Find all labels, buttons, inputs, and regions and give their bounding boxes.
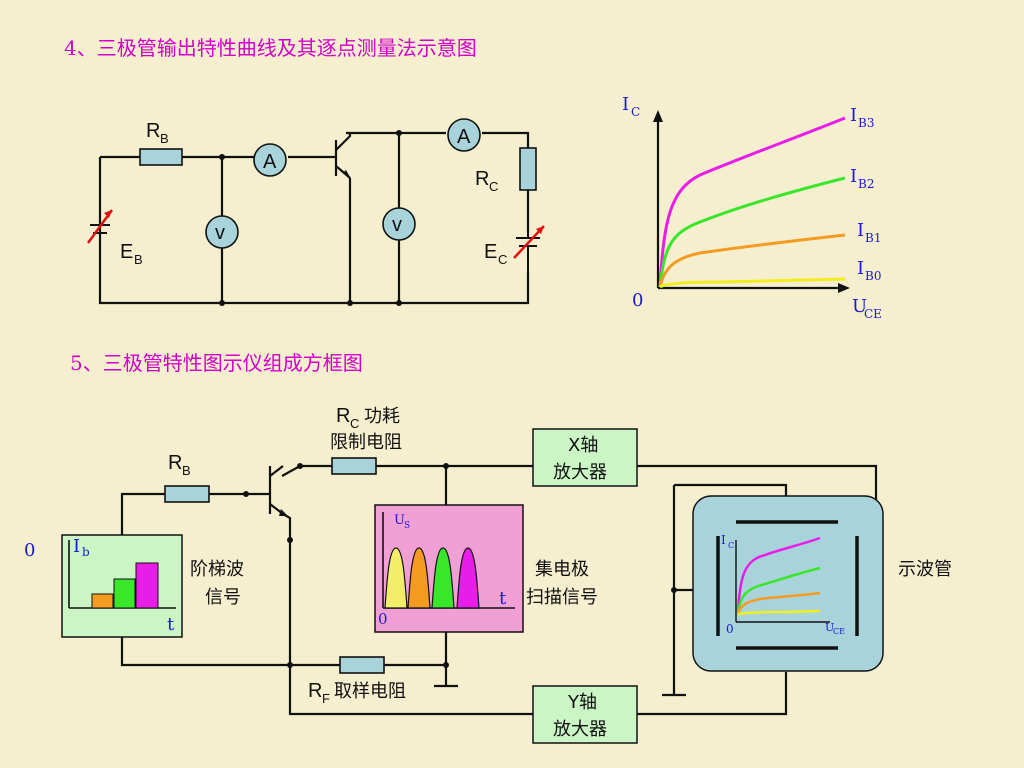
step-signal-label-line1: 阶梯波 xyxy=(190,559,244,580)
sweep-y-label: U xyxy=(394,513,405,528)
scope-y-label: I xyxy=(721,533,726,547)
resistor-rb-5 xyxy=(164,485,210,503)
curve-tracer-block-diagram: R B R C 功耗 限制电阻 R F 取样电阻 X轴 放大器 Y轴 放大器 0… xyxy=(24,405,952,744)
sweep-pulse-1 xyxy=(384,547,408,609)
x-amplifier-line2: 放大器 xyxy=(553,462,607,483)
graph-origin: 0 xyxy=(632,290,643,311)
y-amplifier-line1: Y轴 xyxy=(567,692,597,713)
rc-label-sub: C xyxy=(489,179,498,194)
step-bar-2 xyxy=(113,578,136,609)
rf-label-suffix: 取样电阻 xyxy=(334,681,406,702)
sweep-origin: 0 xyxy=(378,610,388,628)
step-y-label: I xyxy=(73,536,80,557)
step-bar-1 xyxy=(91,593,114,609)
voltmeter-base xyxy=(205,215,239,249)
curve-label-b2: I xyxy=(850,166,857,187)
voltmeter-collector-label: v xyxy=(392,214,402,236)
x-amplifier-line1: X轴 xyxy=(568,435,598,456)
scope-curve-b1 xyxy=(736,591,821,615)
rc5-label-line2: 限制电阻 xyxy=(330,432,402,453)
oscilloscope-label: 示波管 xyxy=(898,559,952,580)
curve-label-b3: I xyxy=(850,105,857,126)
curve-label-sub-b0: B0 xyxy=(865,269,881,283)
resistor-rf xyxy=(339,656,385,674)
scope-curve-b2 xyxy=(736,566,821,614)
rb5-label-sub: B xyxy=(182,463,191,478)
sweep-pulse-2 xyxy=(407,547,431,609)
voltmeter-collector xyxy=(382,207,416,241)
x-amplifier-box xyxy=(532,428,638,487)
variable-source-ec xyxy=(513,225,545,272)
step-signal-label-line2: 信号 xyxy=(205,587,241,608)
graph-y-label-sub: C xyxy=(631,105,640,119)
variable-source-eb xyxy=(86,209,114,250)
scope-y-label-sub: C xyxy=(728,541,734,550)
ammeter-collector-label: A xyxy=(457,126,471,148)
step-x-label: t xyxy=(167,614,175,635)
step-y-label-sub: b xyxy=(82,545,90,559)
eb-label: E xyxy=(120,241,133,263)
sweep-pulse-4 xyxy=(456,547,480,609)
curve-label-b1: I xyxy=(857,220,864,241)
sweep-x-label: t xyxy=(499,588,507,609)
oscilloscope-tube xyxy=(692,495,884,672)
scope-x-label-sub: CE xyxy=(833,627,845,636)
ammeter-collector xyxy=(447,118,481,152)
sweep-y-label-sub: S xyxy=(404,521,410,531)
rc-label: R xyxy=(475,168,489,190)
sweep-label-line1: 集电极 xyxy=(535,559,589,580)
ec-label-sub: C xyxy=(498,252,507,267)
section4-title: 4、三极管输出特性曲线及其逐点测量法示意图 xyxy=(64,36,477,60)
y-amplifier-line2: 放大器 xyxy=(553,719,607,740)
scope-origin: 0 xyxy=(726,622,734,636)
curve-b2 xyxy=(658,176,846,288)
scope-curve-b0 xyxy=(737,609,821,616)
voltmeter-base-label: v xyxy=(215,222,225,244)
curve-label-sub-b1: B1 xyxy=(865,231,881,245)
rb-label: R xyxy=(146,120,160,142)
rf-label-sub: F xyxy=(322,691,330,706)
scope-x-label: U xyxy=(825,621,834,634)
curve-label-b0: I xyxy=(857,258,864,279)
rf-label: R xyxy=(308,680,322,702)
graph-x-label-sub: CE xyxy=(864,307,882,321)
sweep-label-line2: 扫描信号 xyxy=(526,587,598,608)
graph-x-label: U xyxy=(852,296,867,317)
curve-label-sub-b2: B2 xyxy=(858,177,874,191)
graph-y-label: I xyxy=(622,94,629,115)
curve-b0 xyxy=(659,277,846,289)
curve-label-sub-b3: B3 xyxy=(858,116,874,130)
section5-title: 5、三极管特性图示仪组成方框图 xyxy=(70,351,363,375)
ammeter-base-label: A xyxy=(263,151,277,173)
curve-b1 xyxy=(658,233,846,288)
step-origin: 0 xyxy=(24,540,35,561)
sweep-pulse-3 xyxy=(431,547,455,609)
curve-b3 xyxy=(658,116,846,287)
step-bar-3 xyxy=(135,562,159,609)
y-amplifier-box xyxy=(532,685,638,744)
rb-label-sub: B xyxy=(160,131,169,146)
resistor-rb xyxy=(139,148,183,166)
resistor-rc-5 xyxy=(331,457,377,475)
rc5-label: R xyxy=(336,405,350,427)
rb5-label: R xyxy=(168,452,182,474)
eb-label-sub: B xyxy=(134,252,143,267)
rc5-label-sub: C xyxy=(350,416,359,431)
scope-curve-b3 xyxy=(736,536,821,613)
ammeter-base xyxy=(253,143,287,177)
resistor-rc xyxy=(519,147,537,191)
ec-label: E xyxy=(484,241,497,263)
measurement-circuit: A A v v R B R C E B E C xyxy=(86,118,545,306)
rc5-label-suffix: 功耗 xyxy=(364,406,400,427)
